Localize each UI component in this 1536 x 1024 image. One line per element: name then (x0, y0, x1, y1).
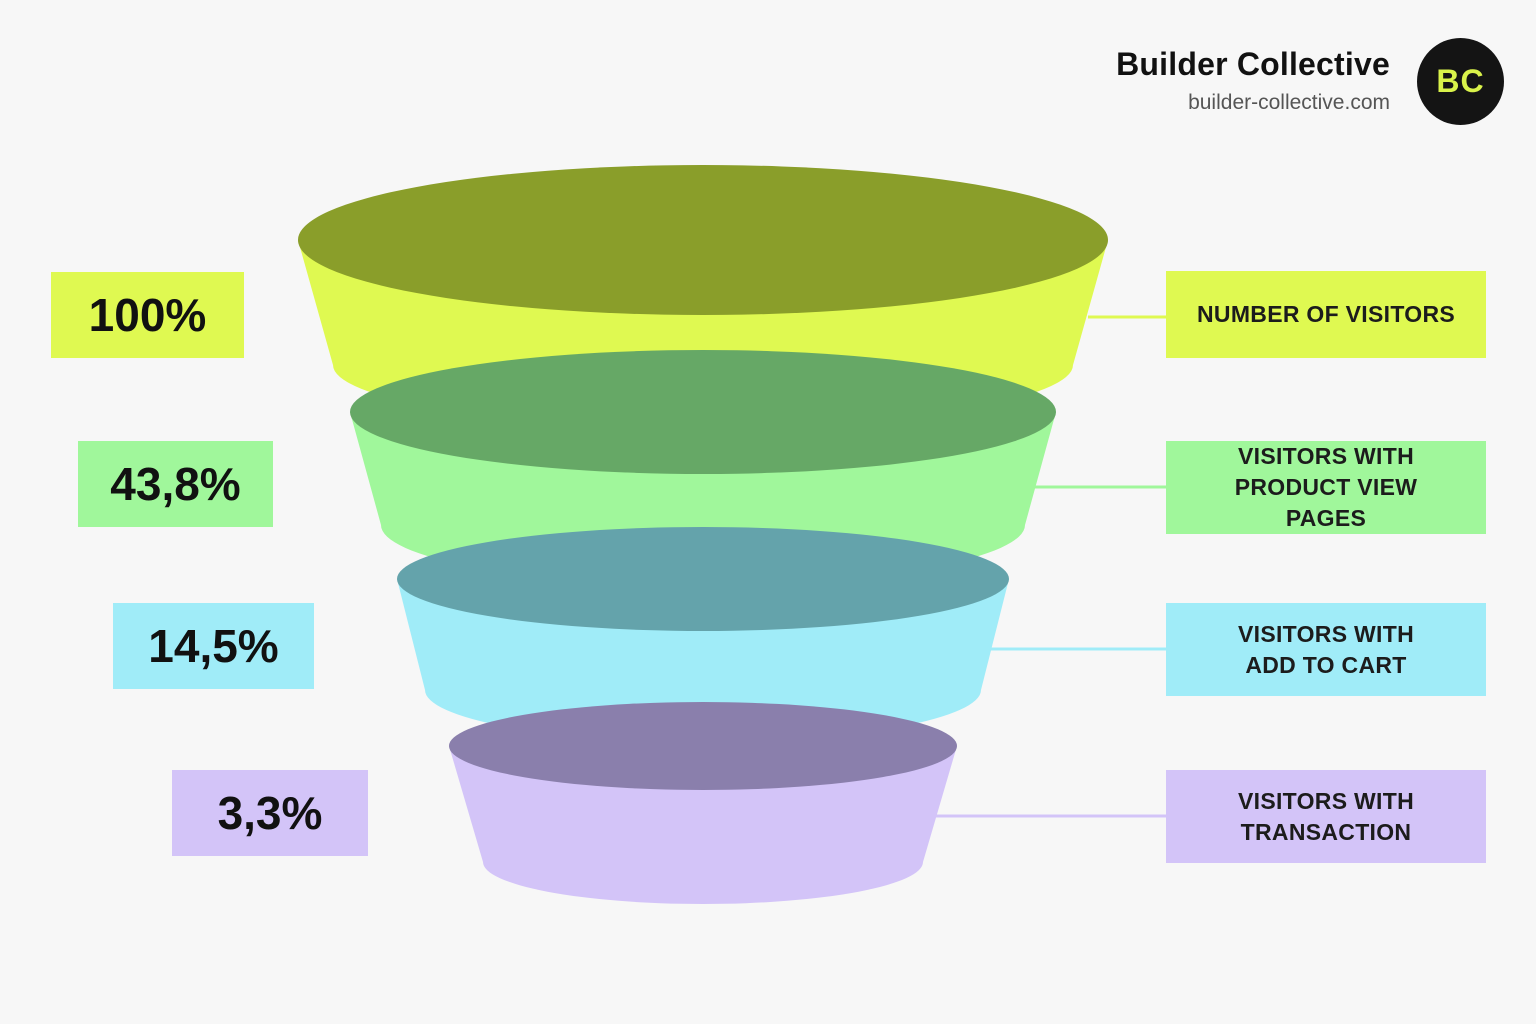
brand-name: Builder Collective (1116, 46, 1390, 82)
stage-1-percent: 100% (51, 272, 244, 358)
stage-2-percent: 43,8% (78, 441, 273, 527)
brand-logo-text: BC (1436, 63, 1485, 99)
brand-block: Builder Collective builder-collective.co… (1116, 46, 1390, 115)
stage-1-label: NUMBER OF VISITORS (1166, 271, 1486, 358)
stage-2-label: VISITORS WITH PRODUCT VIEW PAGES (1166, 441, 1486, 534)
funnel-stage-4 (449, 746, 957, 904)
funnel-stage-1-top (298, 165, 1108, 315)
brand-logo: BC (1417, 38, 1504, 125)
funnel-stage-2-top (350, 350, 1056, 474)
brand-url: builder-collective.com (1188, 91, 1390, 114)
stage-4-label: VISITORS WITH TRANSACTION (1166, 770, 1486, 863)
stage-3-percent: 14,5% (113, 603, 314, 689)
funnel-stage-4-top (449, 702, 957, 790)
funnel-stage-3-top (397, 527, 1009, 631)
stage-3-label: VISITORS WITH ADD TO CART (1166, 603, 1486, 696)
stage-4-percent: 3,3% (172, 770, 368, 856)
